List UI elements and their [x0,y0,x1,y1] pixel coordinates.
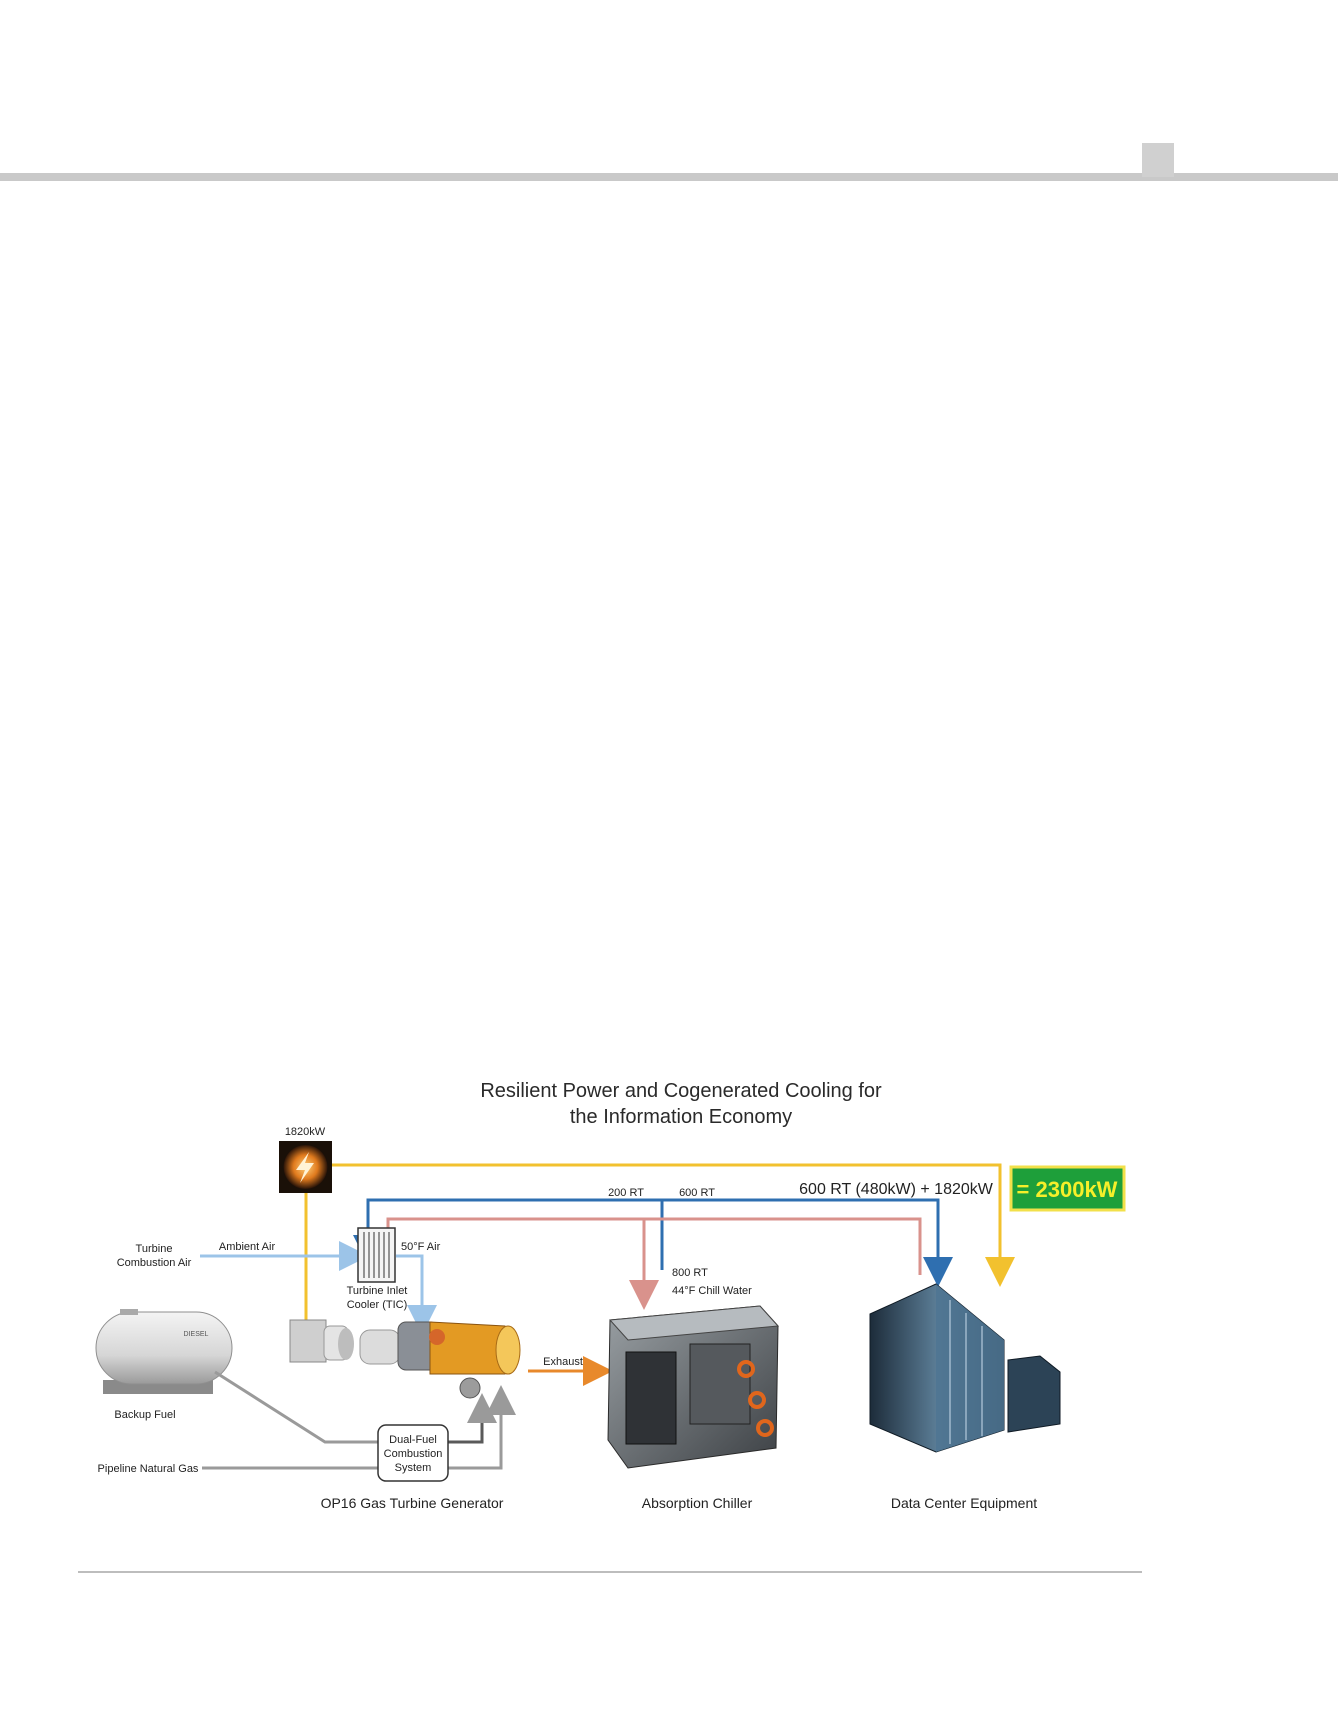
chiller-label: Absorption Chiller [642,1495,753,1511]
footer-rule [78,1571,1142,1573]
dual-fuel-combustion-system [377,1424,449,1482]
exhaust-label: Exhaust [543,1356,583,1368]
gas-turbine-generator [289,1319,521,1399]
chiller-output-label: 800 RT [672,1267,708,1279]
chilled-water-flow [353,1198,953,1287]
combustion-label-2: Combustion [384,1448,443,1460]
svg-text:DIESEL: DIESEL [184,1331,209,1338]
turbine-label: OP16 Gas Turbine Generator [321,1495,504,1511]
turbine-inlet-cooler [357,1227,396,1283]
tic-label-1: Turbine Inlet [347,1285,408,1297]
total-power-badge: = 2300kW [1009,1165,1126,1212]
ambient-air-label: Ambient Air [219,1241,276,1253]
backup-fuel-label: Backup Fuel [114,1409,175,1421]
power-summary-label: 600 RT (480kW) + 1820kW [799,1181,994,1198]
pipeline-gas-label: Pipeline Natural Gas [98,1463,199,1475]
tic-label-2: Cooler (TIC) [347,1299,408,1311]
combustion-air-label-2: Combustion Air [117,1257,192,1269]
air-flow [200,1241,437,1335]
backup-fuel-tank: DIESEL [95,1309,233,1394]
datacenter-label: Data Center Equipment [891,1495,1037,1511]
diagram-title-line-2: the Information Economy [570,1106,792,1128]
header-rule [0,173,1338,181]
tic-cooling-label: 200 RT [608,1187,644,1199]
return-water-flow [386,1217,922,1310]
fuel-flow [202,1370,516,1470]
chill-water-temp-label: 44°F Chill Water [672,1285,752,1297]
diagram-title-line-1: Resilient Power and Cogenerated Cooling … [480,1080,882,1102]
generator-power-icon [279,1141,332,1193]
combustion-label-1: Dual-Fuel [389,1434,437,1446]
cooled-air-label: 50°F Air [401,1241,441,1253]
data-center-equipment [869,1283,1061,1453]
combustion-air-label-1: Turbine [136,1243,173,1255]
combustion-label-3: System [395,1462,432,1474]
header-tab-marker [1142,143,1174,177]
total-power-value: = 2300kW [1017,1177,1118,1202]
absorption-chiller [607,1305,780,1469]
generator-output-label: 1820kW [285,1126,326,1138]
datacenter-cooling-label: 600 RT [679,1187,715,1199]
